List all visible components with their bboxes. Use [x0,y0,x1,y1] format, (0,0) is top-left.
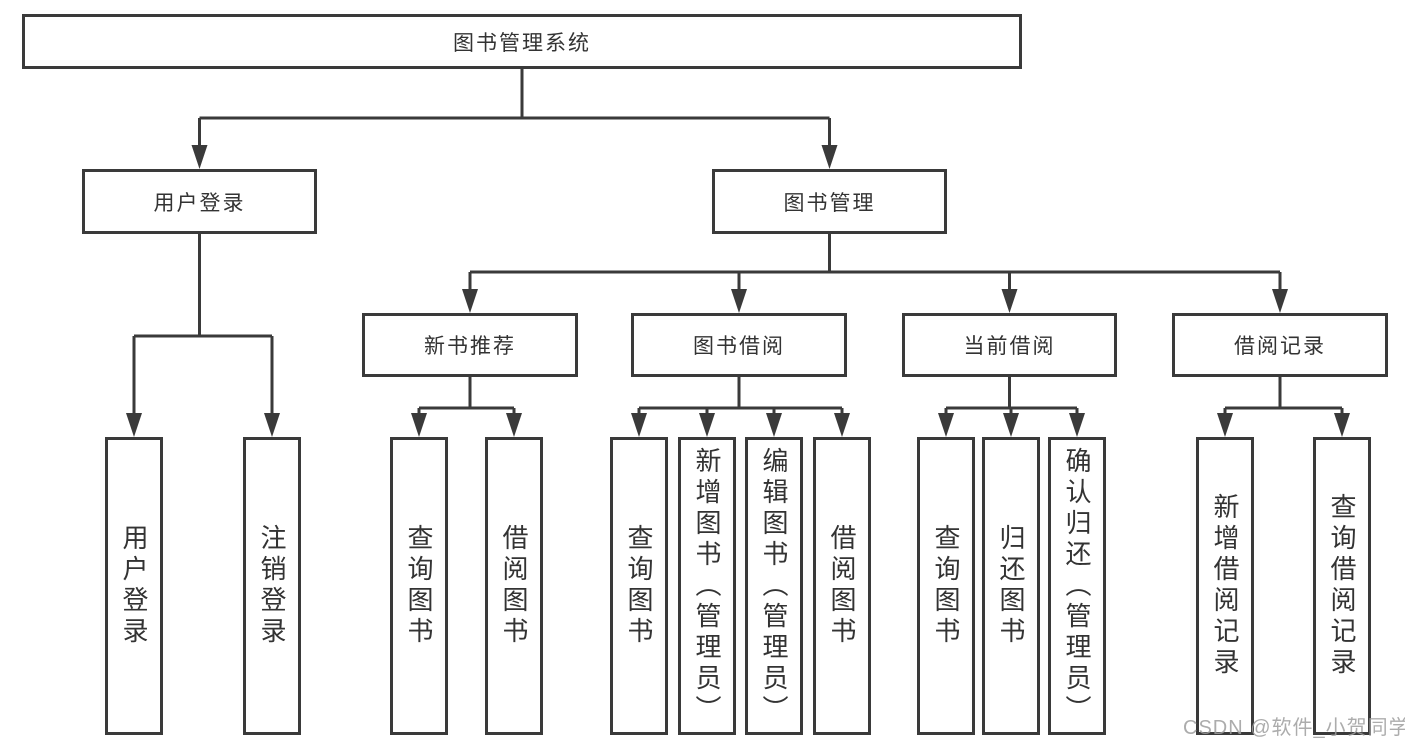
leaf-label: 查询图书 [404,524,434,648]
arrowhead [834,413,850,437]
leaf-label: 借阅图书 [827,524,857,648]
leaf-return-books: 归还图书 [982,437,1040,735]
node-book-borrowing: 图书借阅 [631,313,847,377]
leaf-label: 查询图书 [624,524,654,648]
arrowhead [1069,413,1085,437]
leaf-logout: 注销登录 [243,437,301,735]
leaf-label: 注销登录 [257,524,287,648]
connector-bookmgmt [468,233,1282,290]
leaf-label: 借阅图书 [499,524,529,648]
leaf-confirm-return-admin: 确认归还（管理员） [1048,437,1106,735]
node-label: 图书管理 [783,191,876,215]
arrowhead [1003,413,1019,437]
leaf-label: 新增图书（管理员） [692,446,722,726]
arrowhead [938,413,954,437]
arrowhead [411,413,427,437]
node-label: 当前借阅 [963,335,1056,358]
leaf-label: 确认归还（管理员） [1062,446,1092,726]
connector-newrec [417,377,516,414]
node-user-login: 用户登录 [82,169,317,234]
node-label: 用户登录 [153,191,246,215]
node-current-borrowing: 当前借阅 [902,313,1117,377]
leaf-label: 新增借阅记录 [1210,493,1240,679]
leaf-edit-books-admin: 编辑图书（管理员） [745,437,803,735]
leaf-add-books-admin: 新增图书（管理员） [678,437,736,735]
leaf-add-borrow-record: 新增借阅记录 [1196,437,1254,735]
node-label: 图书借阅 [693,335,785,358]
arrowhead [1001,289,1018,313]
arrowhead [766,413,782,437]
node-borrowing-records: 借阅记录 [1172,313,1388,377]
connector-records [1223,377,1344,414]
leaf-query-books-current: 查询图书 [917,437,975,735]
leaf-label: 查询图书 [931,524,961,648]
arrowhead [126,413,142,437]
connector-borrow [637,377,844,414]
leaf-borrow-books: 借阅图书 [813,437,871,735]
connector-current [944,377,1079,414]
leaf-query-books-borrowing: 查询图书 [610,437,668,735]
arrowhead [506,413,522,437]
node-label: 图书管理系统 [453,31,591,55]
leaf-label: 用户登录 [119,524,149,648]
arrowhead [462,289,478,313]
arrowhead [264,413,280,437]
leaf-label: 编辑图书（管理员） [759,446,789,726]
leaf-borrow-books-recommend: 借阅图书 [485,437,543,735]
csdn-watermark: CSDN @软件_小贺同学 [1183,717,1405,739]
node-label: 借阅记录 [1234,335,1326,358]
arrowhead [1217,413,1233,437]
arrowhead [699,413,715,437]
arrowhead [631,413,647,437]
arrowhead [1272,289,1288,313]
leaf-query-books-recommend: 查询图书 [390,437,448,735]
arrowhead [821,145,838,169]
leaf-label: 查询借阅记录 [1327,493,1357,679]
leaf-label: 归还图书 [996,524,1026,648]
arrowhead [731,289,747,313]
node-root-system: 图书管理系统 [22,14,1022,69]
connector-login [132,234,274,414]
connector-root [198,69,831,146]
leaf-user-login: 用户登录 [105,437,163,735]
node-new-book-recommend: 新书推荐 [362,313,578,377]
node-book-management: 图书管理 [712,169,947,234]
arrowhead [191,145,208,169]
leaf-query-borrow-record: 查询借阅记录 [1313,437,1371,735]
node-label: 新书推荐 [424,335,516,358]
arrowhead [1334,413,1350,437]
